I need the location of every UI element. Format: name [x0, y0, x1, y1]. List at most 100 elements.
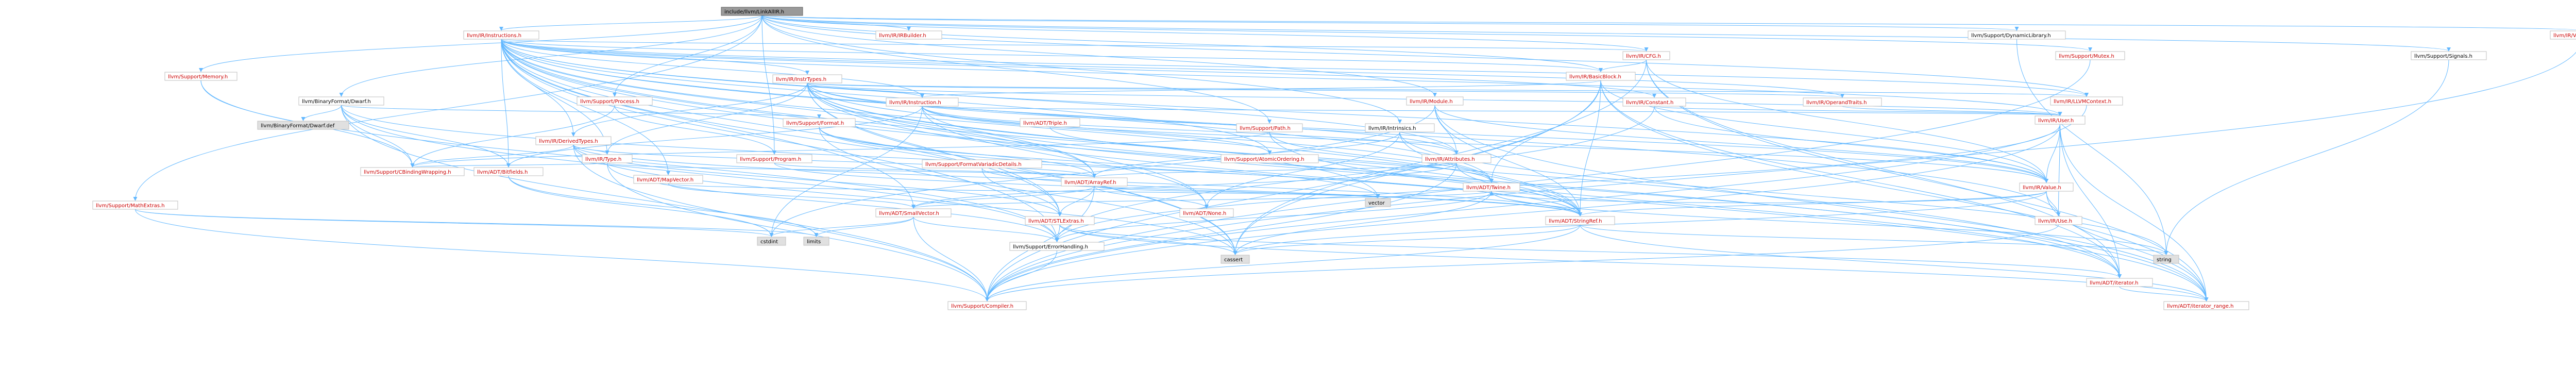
edge-mapvector-to-smallvector — [668, 183, 916, 209]
edge-ir_instructions-to-user — [501, 39, 2062, 116]
node-label: llvm/IR/Use.h — [2038, 219, 2072, 224]
edge-ir_instructions-to-errhandling — [501, 39, 1059, 242]
edge-inttypes-to-type — [605, 82, 808, 155]
node-box — [736, 154, 812, 163]
edge-type-to-arrayref — [607, 162, 1096, 178]
node-atomic[interactable]: llvm/Support/AtomicOrdering.h — [1221, 154, 1319, 163]
edge-format-to-vector — [819, 126, 1380, 198]
edge-basicblock-to-cassert — [1233, 80, 1601, 255]
node-label: llvm/ADT/Bitfields.h — [477, 170, 528, 175]
node-ir_instructions[interactable]: llvm/IR/Instructions.h — [463, 30, 539, 40]
node-basicblock[interactable]: llvm/IR/BasicBlock.h — [1566, 72, 1636, 81]
edge-smallvector-to-cstdint — [769, 216, 914, 237]
node-twine[interactable]: llvm/ADT/Twine.h — [1463, 182, 1520, 192]
node-bitfields[interactable]: llvm/ADT/Bitfields.h — [473, 167, 544, 176]
edge-intrinsics-to-stringref — [1399, 131, 1582, 216]
node-verifier[interactable]: llvm/IR/Verifier.h — [2550, 30, 2576, 40]
node-optraits[interactable]: llvm/IR/OperandTraits.h — [1803, 97, 1882, 107]
node-smallvector[interactable]: llvm/ADT/SmallVector.h — [875, 208, 952, 218]
node-attributes[interactable]: llvm/IR/Attributes.h — [1421, 154, 1492, 163]
node-none[interactable]: llvm/ADT/None.h — [1179, 208, 1234, 218]
node-path[interactable]: llvm/Support/Path.h — [1236, 123, 1303, 132]
edge-path-to-ctypes — [410, 131, 1270, 168]
edge-inttypes-to-attributes — [807, 82, 1459, 155]
edge-stringref-to-cassert — [1233, 224, 1581, 255]
node-box — [1365, 198, 1391, 207]
node-root: include/llvm/LinkAllIR.h — [721, 7, 803, 16]
node-iterator[interactable]: llvm/ADT/iterator.h — [2086, 278, 2153, 287]
edge-ir_instructions-to-mapvector — [501, 39, 670, 175]
edge-inttypes-to-iterrange — [807, 82, 2209, 302]
node-label: cassert — [1224, 257, 1243, 263]
node-box — [1236, 123, 1303, 132]
node-irbuilder[interactable]: llvm/IR/IRBuilder.h — [875, 30, 942, 40]
edge-program-to-stringref — [774, 162, 1582, 216]
edge-root-to-verifier — [761, 15, 2576, 30]
node-label: llvm/Support/Program.h — [740, 157, 801, 162]
edge-inttypes-to-optraits — [807, 82, 1844, 98]
node-ctypes[interactable]: llvm/Support/CBindingWrapping.h — [360, 167, 465, 176]
edge-twine-to-smallvector — [911, 191, 1492, 209]
edge-mapvector-to-vector — [668, 183, 1380, 198]
edge-format-to-stringref — [819, 126, 1582, 216]
node-inttypes[interactable]: llvm/IR/InstrTypes.h — [772, 74, 842, 83]
node-use[interactable]: llvm/IR/Use.h — [2035, 216, 2082, 225]
node-box — [1179, 208, 1234, 218]
node-cstdint: cstdint — [757, 237, 786, 246]
node-type[interactable]: llvm/IR/Type.h — [582, 154, 633, 163]
edge-stlextras-to-errhandling — [1055, 224, 1060, 242]
node-label: llvm/Support/CBindingWrapping.h — [364, 170, 451, 175]
node-elf: llvm/BinaryFormat/Dwarf.h — [298, 96, 384, 106]
node-stlextras[interactable]: llvm/ADT/STLExtras.h — [1025, 216, 1095, 225]
node-program[interactable]: llvm/Support/Program.h — [736, 154, 812, 163]
node-mathextras[interactable]: llvm/Support/MathExtras.h — [92, 200, 178, 210]
node-compiler[interactable]: llvm/Support/Compiler.h — [947, 301, 1027, 310]
node-label: llvm/IR/DerivedTypes.h — [539, 139, 598, 144]
node-label: llvm/BinaryFormat/Dwarf.def — [261, 123, 335, 129]
node-box — [875, 30, 942, 40]
node-instruction[interactable]: llvm/IR/Instruction.h — [886, 97, 959, 107]
node-arrayref[interactable]: llvm/ADT/ArrayRef.h — [1061, 177, 1128, 187]
edge-inttypes-to-instruction — [807, 82, 924, 98]
node-box — [2019, 182, 2074, 192]
node-mutex[interactable]: llvm/Support/Mutex.h — [2055, 51, 2125, 60]
edge-user-to-errhandling — [1055, 124, 2060, 242]
node-mapvector[interactable]: llvm/ADT/MapVector.h — [633, 175, 703, 184]
node-box — [1009, 242, 1105, 251]
node-process[interactable]: llvm/Support/Process.h — [577, 96, 653, 106]
node-label: llvm/ADT/MapVector.h — [637, 177, 693, 183]
node-triple[interactable]: llvm/ADT/Triple.h — [1020, 118, 1080, 127]
edge-ir_instructions-to-stlextras — [501, 39, 1062, 216]
node-limits: limits — [803, 237, 829, 246]
edge-arrayref-to-smallvector — [911, 186, 1095, 209]
node-module[interactable]: llvm/IR/Module.h — [1406, 96, 1464, 106]
node-llvmcontext[interactable]: llvm/IR/LLVMContext.h — [2050, 96, 2123, 106]
edge-instruction-to-cstdint — [769, 106, 923, 237]
edge-type-to-ctypes — [411, 162, 607, 168]
edge-ir_instructions-to-llvmcontext — [501, 39, 2089, 97]
node-user[interactable]: llvm/IR/User.h — [2035, 115, 2086, 125]
node-format[interactable]: llvm/Support/Format.h — [783, 118, 856, 127]
node-value[interactable]: llvm/IR/Value.h — [2019, 182, 2074, 192]
node-fmtvariadic[interactable]: llvm/Support/FormatVariadicDetails.h — [922, 159, 1042, 169]
edge-root-to-program — [761, 15, 776, 155]
node-cfg[interactable]: llvm/IR/CFG.h — [1622, 51, 1670, 60]
edge-twine-to-errhandling — [1055, 191, 1492, 242]
node-derived[interactable]: llvm/IR/DerivedTypes.h — [535, 136, 612, 145]
node-stringref[interactable]: llvm/ADT/StringRef.h — [1545, 216, 1615, 225]
node-memory[interactable]: llvm/Support/Memory.h — [164, 72, 238, 81]
node-label: llvm/ADT/ArrayRef.h — [1064, 180, 1116, 186]
edge-path-to-twine — [1269, 131, 1494, 183]
node-box — [473, 167, 544, 176]
edge-root-to-elf — [339, 15, 762, 97]
edge-constant-to-value — [1654, 106, 2048, 183]
edge-constant-to-user — [1654, 106, 2062, 116]
node-box — [1365, 123, 1435, 132]
node-constant[interactable]: llvm/IR/Constant.h — [1622, 97, 1686, 107]
edge-root-to-ir_instructions — [499, 15, 762, 31]
node-label: llvm/ADT/None.h — [1183, 211, 1226, 216]
edge-dynlib-to-string — [2016, 39, 2168, 255]
node-iterrange[interactable]: llvm/ADT/iterator_range.h — [2163, 301, 2249, 310]
edge-ir_instructions-to-value — [501, 39, 2048, 183]
node-box — [298, 96, 384, 106]
